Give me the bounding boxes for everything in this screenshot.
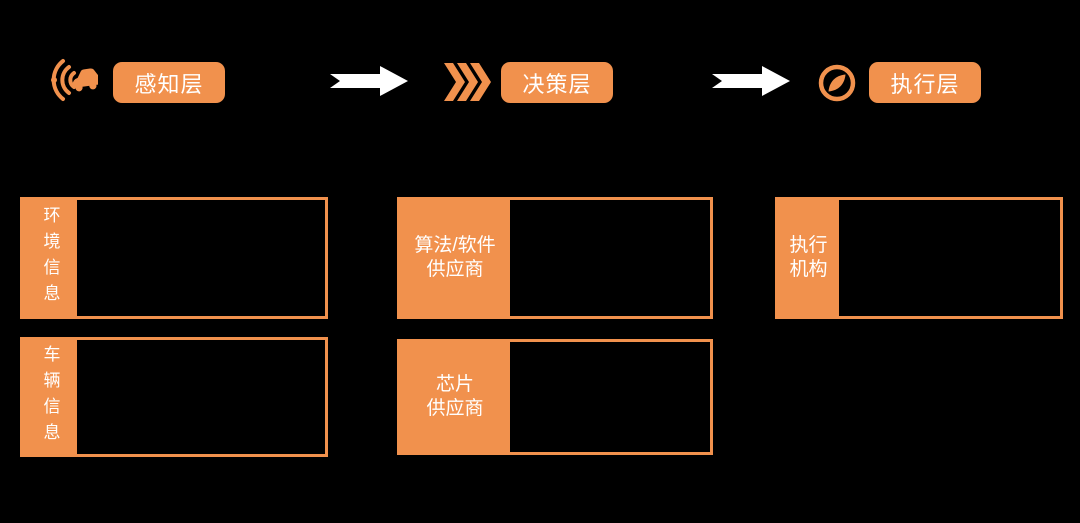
car-sensor-icon [46,50,98,106]
stage-pill-decision: 决策层 [501,62,613,103]
supplier-box-algorithm-software: 算法/软件 供应商 [397,197,713,319]
compass-icon [817,63,857,103]
box-label-algorithm-software: 算法/软件 供应商 [414,235,496,280]
box-content-area [77,200,325,316]
stage-pill-execution: 执行层 [869,62,981,103]
block-arrow-right-icon [712,66,790,96]
block-arrow-right-icon [330,66,408,96]
box-label-environment: 环境信息 [40,206,60,310]
box-execution-actuator: 执行 机构 [775,197,1063,319]
box-label-panel: 车辆信息 [23,340,77,454]
box-label-actuator: 执行 机构 [789,235,828,280]
box-content-area [510,200,710,316]
info-box-vehicle: 车辆信息 [20,337,328,457]
box-label-chip: 芯片 供应商 [426,374,484,419]
box-label-panel: 环境信息 [23,200,77,316]
box-label-panel: 执行 机构 [778,200,839,316]
box-content-area [839,200,1060,316]
supplier-box-chip: 芯片 供应商 [397,339,713,455]
box-content-area [77,340,325,454]
info-box-environment: 环境信息 [20,197,328,319]
box-label-vehicle: 车辆信息 [40,345,60,449]
stage-label-decision: 决策层 [522,71,592,97]
box-label-panel: 算法/软件 供应商 [400,200,510,316]
stage-pill-perception: 感知层 [113,62,225,103]
stage-label-perception: 感知层 [134,71,204,97]
stage-label-execution: 执行层 [890,71,960,97]
box-label-panel: 芯片 供应商 [400,342,510,452]
box-content-area [510,342,710,452]
triple-chevron-icon [444,63,492,101]
